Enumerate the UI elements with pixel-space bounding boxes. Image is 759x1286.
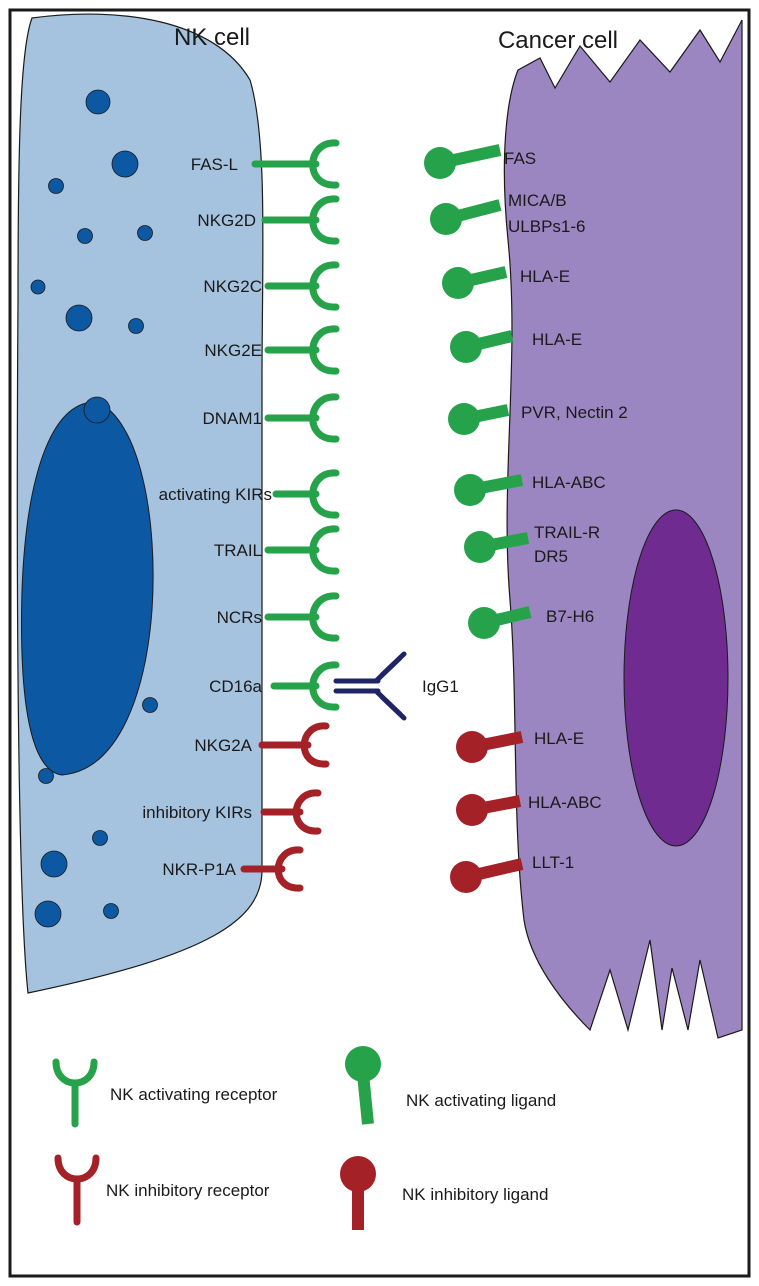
granule <box>103 903 119 919</box>
igg1-label: IgG1 <box>422 677 459 696</box>
receptor-activating-kirs <box>272 469 340 519</box>
legend-activating-ligand-label: NK activating ligand <box>406 1091 556 1110</box>
granule <box>38 768 54 784</box>
ligand-labels: FAS MICA/B ULBPs1-6 HLA-E HLA-E PVR, Nec… <box>504 149 628 872</box>
ligand-label: PVR, Nectin 2 <box>521 403 628 422</box>
nk-cell-title: NK cell <box>174 24 250 51</box>
receptor-label: CD16a <box>209 677 262 696</box>
receptor-label: NKG2E <box>204 341 262 360</box>
receptor-nkg2a <box>258 722 330 768</box>
ligand-llt-1 <box>450 858 524 893</box>
legend-activating-receptor-label: NK activating receptor <box>110 1085 278 1104</box>
ligand-trail-r <box>464 531 530 563</box>
granule <box>137 225 153 241</box>
receptor-nkg2d <box>261 195 340 245</box>
ligand-hla-e-2 <box>450 330 514 363</box>
receptor-inhibitory-kirs <box>260 789 322 835</box>
ligand-label: TRAIL-R <box>534 523 600 542</box>
receptor-label: DNAM1 <box>202 409 262 428</box>
ligand-hla-e-inhib <box>456 731 524 763</box>
ligand-label: B7-H6 <box>546 607 594 626</box>
receptor-cd16a <box>270 661 340 711</box>
ligand-pvr <box>448 403 510 435</box>
inhibitory-receptors <box>240 722 330 892</box>
receptor-label: NKG2D <box>197 211 256 230</box>
receptor-nkg2c <box>264 261 340 311</box>
receptor-fas-l <box>251 139 340 189</box>
receptor-labels: FAS-L NKG2D NKG2C NKG2E DNAM1 activating… <box>142 155 272 879</box>
ligand-hla-e-1 <box>442 266 508 299</box>
ligand-label: HLA-ABC <box>532 473 606 492</box>
ligand-label: HLA-E <box>534 729 584 748</box>
receptor-label: FAS-L <box>191 155 238 174</box>
legend: NK activating receptor NK inhibitory rec… <box>52 1046 556 1230</box>
granule <box>85 89 111 115</box>
cancer-cell-title: Cancer cell <box>498 27 618 54</box>
legend-inhibitory-ligand-icon <box>340 1156 376 1230</box>
ligand-label: FAS <box>504 149 536 168</box>
granule <box>92 830 108 846</box>
ligand-label: DR5 <box>534 547 568 566</box>
receptor-label: NKG2A <box>194 736 252 755</box>
legend-activating-receptor-icon <box>52 1058 98 1128</box>
ligand-label: HLA-E <box>520 267 570 286</box>
ligand-hla-abc-inhib <box>456 794 522 826</box>
receptor-trail <box>264 525 340 575</box>
ligand-b7-h6 <box>468 606 532 639</box>
receptor-label: NKG2C <box>203 277 262 296</box>
granule <box>30 279 46 295</box>
cancer-nucleus <box>623 509 729 847</box>
ligand-label: HLA-ABC <box>528 793 602 812</box>
legend-inhibitory-receptor-icon <box>54 1154 100 1226</box>
granule <box>142 697 158 713</box>
granule <box>48 178 64 194</box>
receptor-nkr-p1a <box>240 846 304 892</box>
granule <box>128 318 144 334</box>
igg1-antibody-icon <box>333 651 407 721</box>
nk-granules <box>30 89 158 928</box>
receptor-label: TRAIL <box>214 541 262 560</box>
legend-inhibitory-ligand-label: NK inhibitory ligand <box>402 1185 548 1204</box>
nk-nucleus <box>20 401 154 776</box>
legend-inhibitory-receptor-label: NK inhibitory receptor <box>106 1181 270 1200</box>
granule <box>111 150 139 178</box>
receptor-label: inhibitory KIRs <box>142 803 252 822</box>
receptor-label: activating KIRs <box>159 485 272 504</box>
granule <box>34 900 62 928</box>
granule <box>77 228 93 244</box>
ligand-hla-abc <box>454 474 524 506</box>
ligand-label: HLA-E <box>532 330 582 349</box>
granule <box>65 304 93 332</box>
granule <box>40 850 68 878</box>
ligand-mica-b <box>430 199 502 235</box>
granule <box>83 396 111 424</box>
receptor-label: NCRs <box>217 608 262 627</box>
receptor-dnam1 <box>264 393 340 443</box>
activating-receptors <box>251 139 340 711</box>
receptor-label: NKR-P1A <box>162 860 236 879</box>
ligand-label: ULBPs1-6 <box>508 217 585 236</box>
legend-activating-ligand-icon <box>345 1046 381 1125</box>
activating-ligands <box>424 144 532 639</box>
receptor-nkg2e <box>264 325 340 375</box>
ligand-fas <box>424 144 502 179</box>
ligand-label: MICA/B <box>508 191 567 210</box>
ligand-label: LLT-1 <box>532 853 574 872</box>
inhibitory-ligands <box>450 731 524 893</box>
receptor-ncrs <box>264 592 340 642</box>
